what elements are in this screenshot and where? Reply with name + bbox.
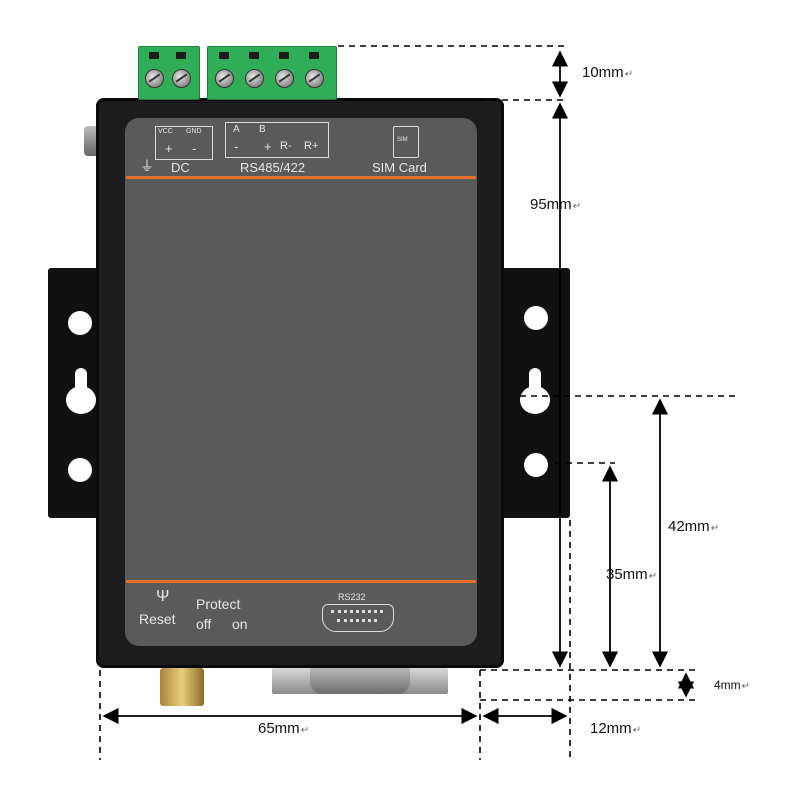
serial-terminal-block — [207, 46, 337, 100]
top-accent-line — [126, 176, 476, 179]
bottom-accent-line — [126, 580, 476, 583]
dim-label-side-depth: 12mm↵ — [590, 720, 641, 737]
dim-label-body-height: 95mm↵ — [530, 196, 581, 213]
db9-connector — [272, 668, 448, 694]
terminal-screw — [245, 69, 264, 88]
power-label-vcc: VCC — [158, 128, 173, 135]
return-mark: ↵ — [632, 725, 642, 736]
dim-label-terminal-height: 10mm↵ — [582, 64, 633, 81]
return-mark: ↵ — [710, 523, 720, 534]
terminal-screw — [172, 69, 191, 88]
dim-value: 95mm — [530, 196, 572, 213]
serial-label-plus: + — [264, 139, 272, 154]
dim-value: 4mm — [714, 678, 741, 692]
front-panel — [125, 118, 477, 646]
protect-off-label: off — [196, 616, 212, 632]
protect-on-label: on — [232, 616, 248, 632]
power-caption: DC — [171, 160, 190, 175]
dim-label-bottom-offset: 4mm↵ — [714, 678, 750, 692]
serial-label-b: B — [259, 124, 266, 135]
flange-keyhole-slot — [75, 368, 87, 398]
dim-value: 42mm — [668, 518, 710, 535]
dim-label-hole-spacing-inner: 35mm↵ — [606, 566, 657, 583]
serial-label-r-plus: R+ — [304, 140, 319, 152]
dim-label-hole-spacing-outer: 42mm↵ — [668, 518, 719, 535]
dim-value: 65mm — [258, 720, 300, 737]
rs232-label: RS232 — [338, 592, 366, 602]
flange-hole-bottom — [68, 458, 92, 482]
return-mark: ↵ — [572, 201, 582, 212]
terminal-screw — [215, 69, 234, 88]
dim-label-body-width: 65mm↵ — [258, 720, 309, 737]
power-label-table: VCC GND + - — [155, 126, 213, 160]
power-label-plus: + — [165, 141, 173, 156]
ground-icon: ⏚ — [140, 158, 154, 174]
flange-hole-top — [524, 306, 548, 330]
serial-label-r-minus: R- — [280, 140, 292, 152]
antenna-icon: Ψ — [156, 588, 170, 605]
dim-value: 35mm — [606, 566, 648, 583]
terminal-screw — [275, 69, 294, 88]
flange-keyhole-slot — [529, 368, 541, 398]
reset-label: Reset — [139, 611, 176, 627]
dim-value: 10mm — [582, 64, 624, 81]
return-mark: ↵ — [741, 681, 751, 692]
return-mark: ↵ — [648, 571, 658, 582]
flange-hole-top — [68, 311, 92, 335]
terminal-screw — [145, 69, 164, 88]
sim-icon-text: SIM — [397, 137, 408, 143]
power-terminal-block — [138, 46, 200, 100]
power-label-minus: - — [192, 141, 197, 156]
dim-value: 12mm — [590, 720, 632, 737]
serial-caption: RS485/422 — [240, 160, 306, 175]
sim-icon: SIM — [393, 126, 419, 158]
sim-caption: SIM Card — [372, 160, 427, 175]
terminal-screw — [305, 69, 324, 88]
return-mark: ↵ — [300, 725, 310, 736]
return-mark: ↵ — [624, 69, 634, 80]
serial-label-table: A B - + R- R+ — [225, 122, 329, 158]
protect-label: Protect — [196, 596, 241, 612]
serial-label-a: A — [233, 124, 240, 135]
flange-hole-bottom — [524, 453, 548, 477]
power-label-gnd: GND — [186, 128, 202, 135]
serial-label-minus: - — [234, 139, 239, 154]
antenna-connector — [160, 668, 204, 706]
db9-outline-icon — [322, 604, 394, 632]
